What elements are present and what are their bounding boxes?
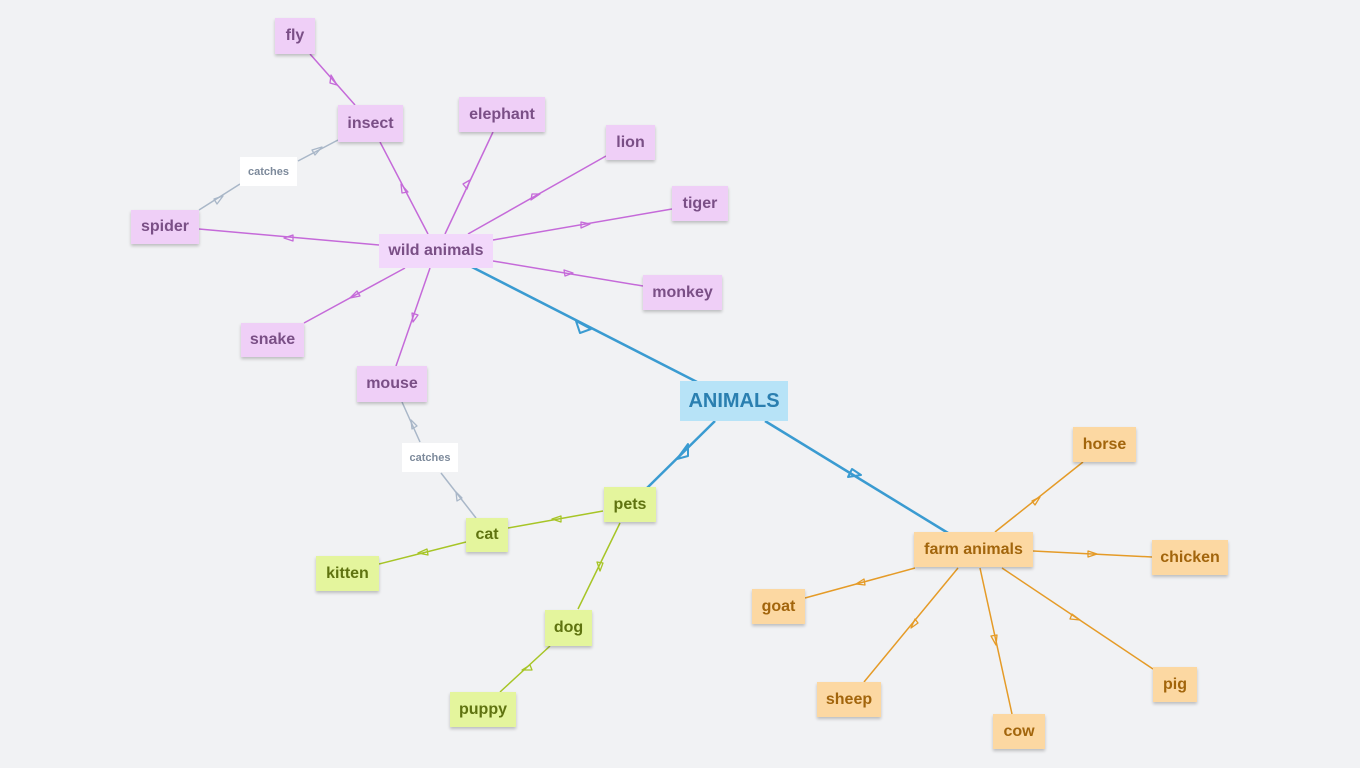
edge-wild-tiger bbox=[492, 208, 673, 241]
node-dog[interactable]: dog bbox=[545, 610, 592, 646]
node-cow[interactable]: cow bbox=[993, 714, 1045, 749]
arrow-snake bbox=[349, 290, 361, 299]
arrow-spider bbox=[283, 234, 294, 242]
node-kitten[interactable]: kitten bbox=[316, 556, 379, 591]
edge-farm-chicken bbox=[1032, 550, 1153, 558]
edge-wild-lion bbox=[467, 155, 607, 235]
edge-insect-catches bbox=[297, 139, 339, 162]
arrow-catches-2 bbox=[213, 195, 224, 205]
arrow-dog bbox=[596, 561, 604, 572]
arrow-cow bbox=[990, 634, 998, 646]
edge-wild-monkey bbox=[492, 260, 644, 287]
edge-farm-goat bbox=[804, 567, 916, 599]
arrow-animals-pets bbox=[676, 443, 689, 460]
edge-animals-farm bbox=[764, 419, 949, 535]
node-sheep[interactable]: sheep bbox=[817, 682, 881, 717]
node-horse[interactable]: horse bbox=[1073, 427, 1136, 462]
arrow-kitten bbox=[417, 548, 429, 556]
node-elephant[interactable]: elephant bbox=[459, 97, 545, 132]
arrow-lion bbox=[530, 193, 541, 201]
arrow-elephant bbox=[462, 179, 471, 190]
arrow-monkey bbox=[563, 269, 574, 277]
node-snake[interactable]: snake bbox=[241, 323, 304, 357]
edge-wild-snake bbox=[303, 267, 406, 324]
arrow-pig bbox=[1069, 613, 1081, 621]
arrow-mouse bbox=[411, 312, 419, 323]
node-pig[interactable]: pig bbox=[1153, 667, 1197, 702]
node-tiger[interactable]: tiger bbox=[672, 186, 728, 221]
node-wild-animals[interactable]: wild animals bbox=[379, 234, 493, 268]
relation-label-catches: catches bbox=[402, 443, 458, 472]
node-goat[interactable]: goat bbox=[752, 589, 805, 624]
arrow-cat bbox=[551, 515, 562, 523]
node-cat[interactable]: cat bbox=[466, 518, 508, 552]
arrow-goat bbox=[855, 578, 866, 586]
arrow-sheep bbox=[910, 618, 919, 629]
node-animals[interactable]: ANIMALS bbox=[680, 381, 788, 421]
arrow-insect bbox=[400, 183, 409, 194]
node-fly[interactable]: fly bbox=[275, 18, 315, 54]
arrow-animals-wild bbox=[575, 320, 592, 334]
edge-catches-cat bbox=[440, 472, 477, 519]
node-chicken[interactable]: chicken bbox=[1152, 540, 1228, 575]
node-puppy[interactable]: puppy bbox=[450, 692, 516, 727]
arrow-animals-farm bbox=[847, 468, 862, 478]
edge-farm-sheep bbox=[863, 567, 959, 683]
arrow-catches-4 bbox=[455, 491, 463, 502]
node-pets[interactable]: pets bbox=[604, 487, 656, 522]
arrow-chicken bbox=[1087, 550, 1098, 558]
node-lion[interactable]: lion bbox=[606, 125, 655, 160]
arrow-catches-3 bbox=[410, 419, 418, 430]
edge-dog-puppy bbox=[499, 645, 551, 693]
node-spider[interactable]: spider bbox=[131, 210, 199, 244]
edge-insect-fly bbox=[309, 53, 356, 106]
node-insect[interactable]: insect bbox=[338, 105, 403, 142]
arrow-tiger bbox=[580, 221, 591, 229]
edge-cat-kitten bbox=[378, 541, 467, 565]
arrow-puppy bbox=[521, 664, 533, 671]
node-monkey[interactable]: monkey bbox=[643, 275, 722, 310]
arrow-horse bbox=[1031, 496, 1041, 506]
node-mouse[interactable]: mouse bbox=[357, 366, 427, 402]
node-farm-animals[interactable]: farm animals bbox=[914, 532, 1033, 567]
arrow-catches-1 bbox=[311, 146, 323, 156]
relation-label-catches: catches bbox=[240, 157, 297, 186]
arrow-fly bbox=[329, 74, 338, 86]
